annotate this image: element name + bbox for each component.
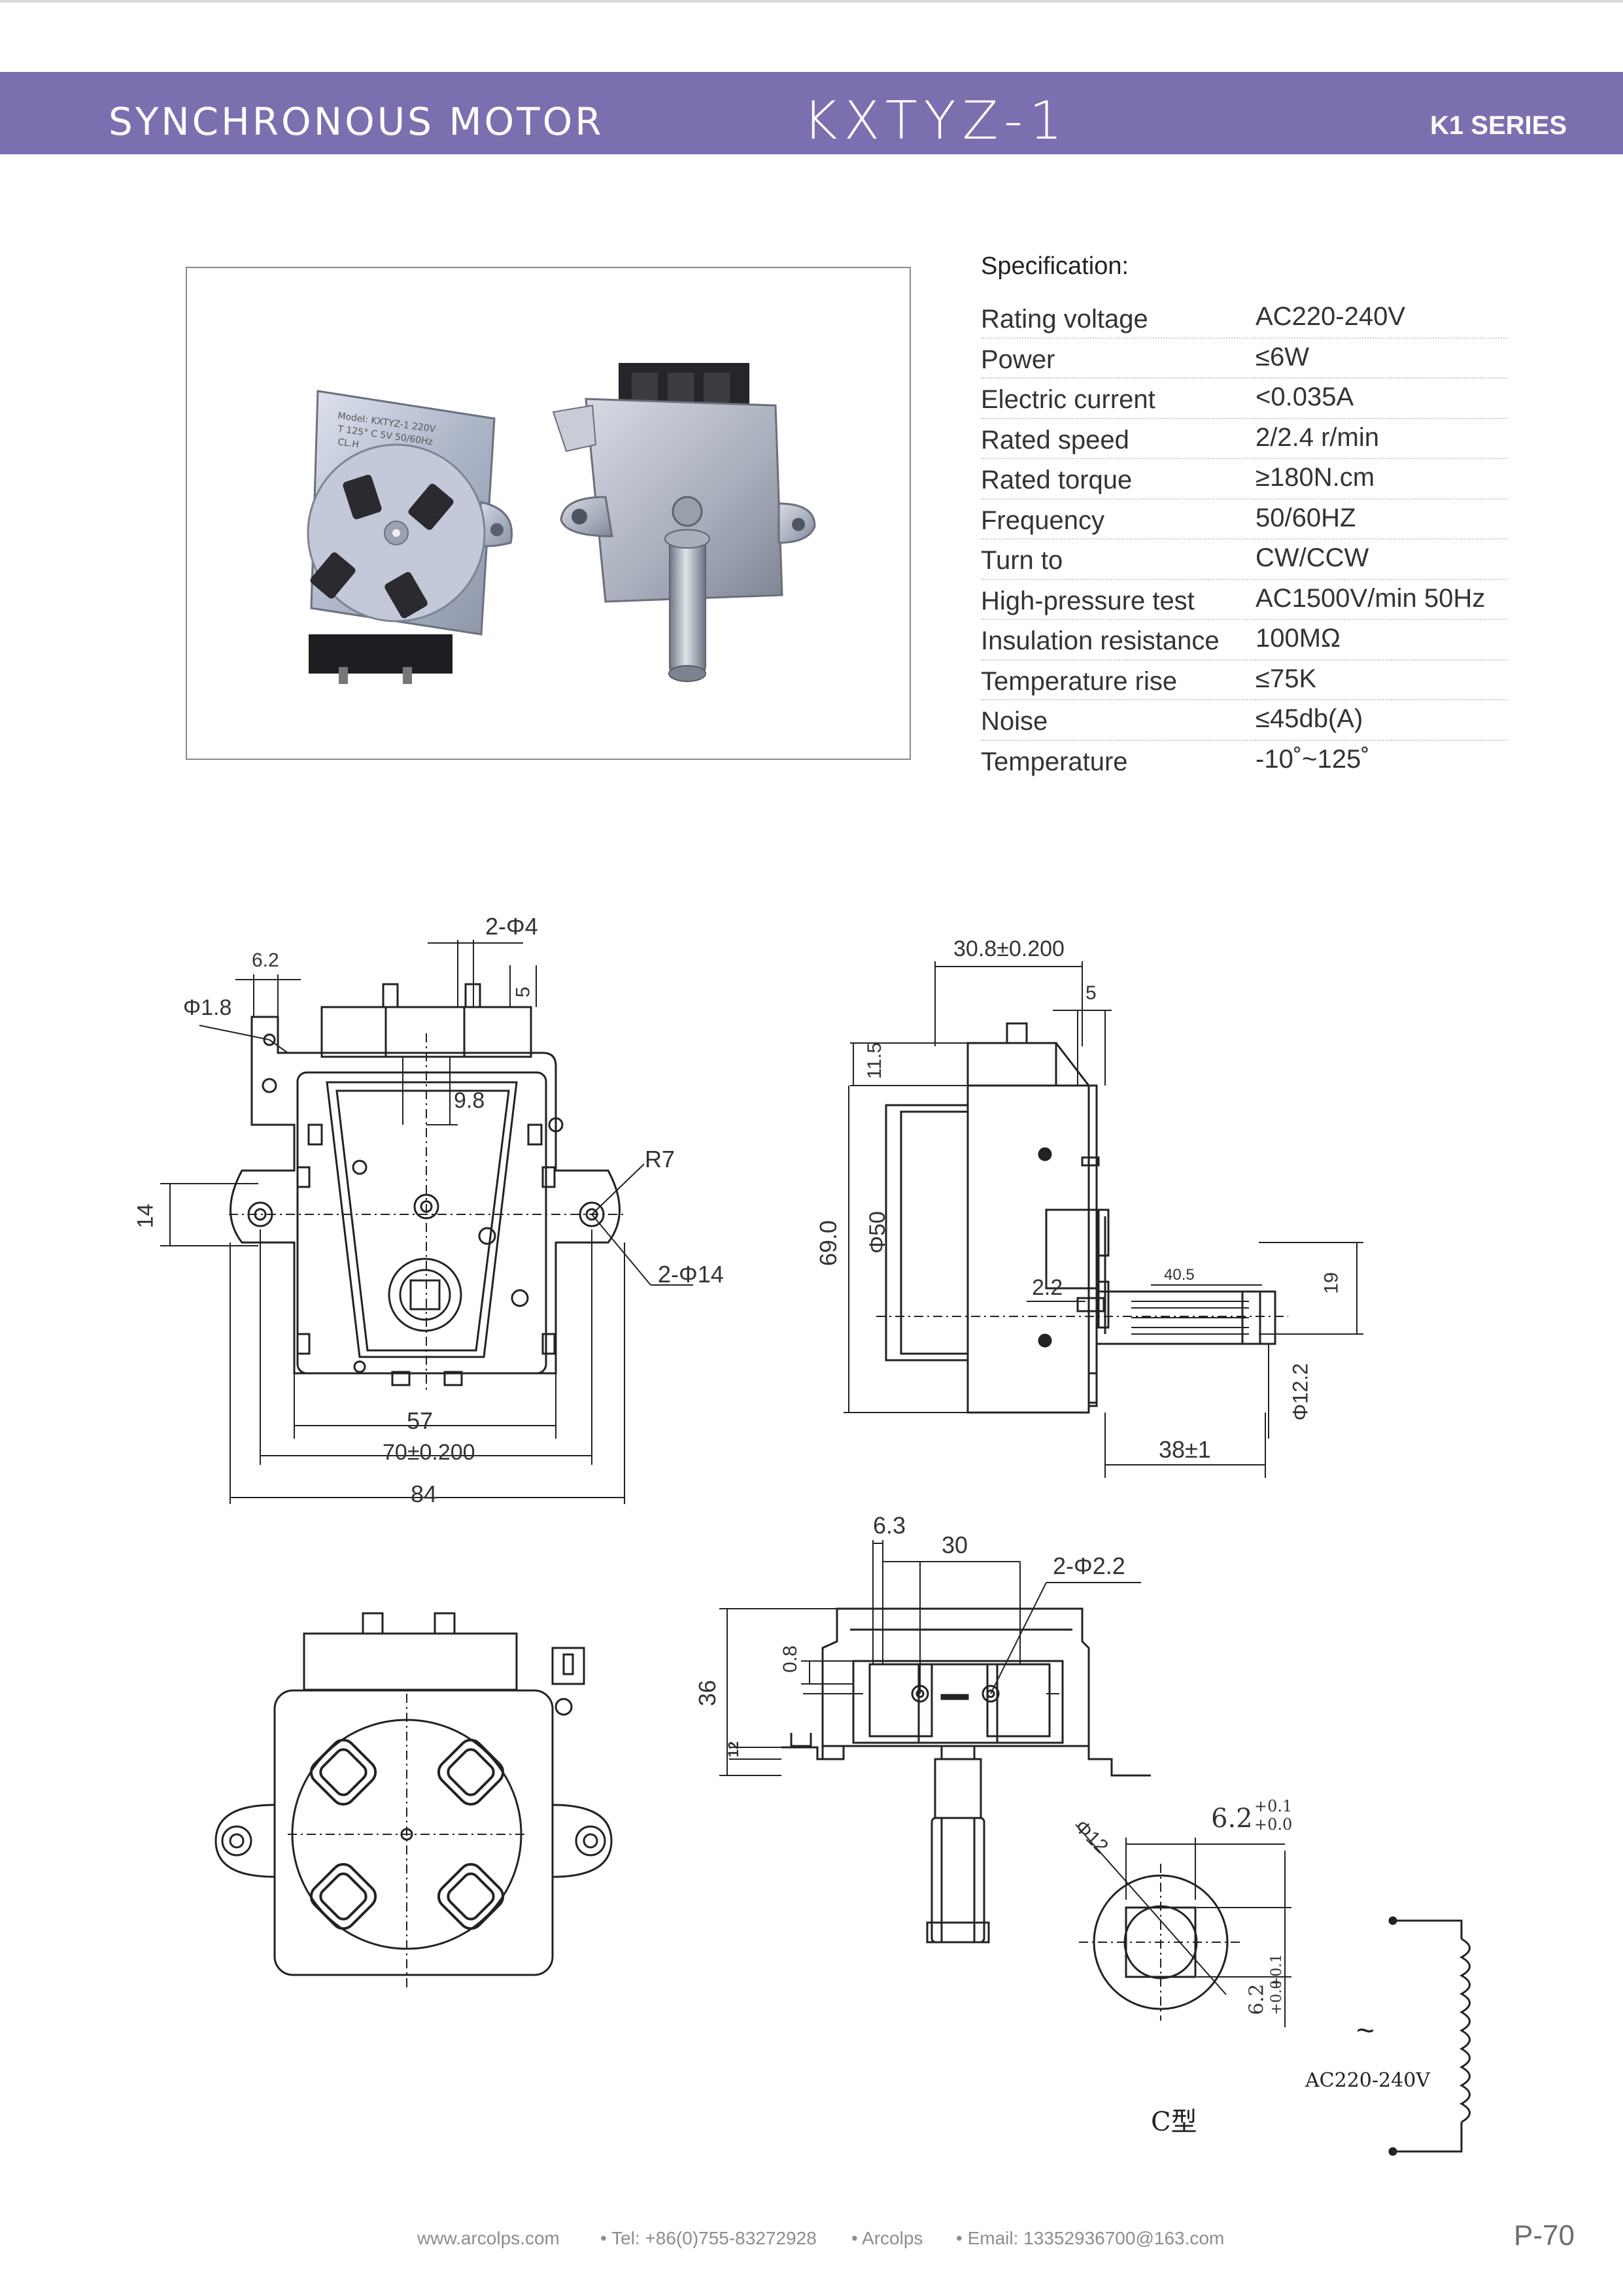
dim-40-5: 40.5 <box>1164 1266 1195 1284</box>
spec-label: Rating voltage <box>981 305 1148 334</box>
spec-title: Specification: <box>981 252 1129 280</box>
spec-label: Noise <box>981 707 1048 736</box>
spec-value: ≤6W <box>1256 342 1309 371</box>
dim-2-2: 2.2 <box>1032 1275 1063 1300</box>
dim-30: 30 <box>942 1532 968 1558</box>
footer-brand: • Arcolps <box>851 2228 923 2248</box>
tol-zero-side: +0.0 <box>1269 1979 1286 2015</box>
shaft-section-drawing <box>1075 1824 1291 2027</box>
motor-photo-illustration: Model: KXTYZ-1 220V T 125° C 5V 50/60Hz … <box>307 363 816 684</box>
dim-30-8: 30.8±0.200 <box>953 936 1065 961</box>
spec-label: Temperature rise <box>981 666 1178 696</box>
front-view-drawing <box>160 940 693 1504</box>
header-title-left: SYNCHRONOUS MOTOR <box>109 99 604 144</box>
spec-value: 2/2.4 r/min <box>1256 422 1379 452</box>
spec-value: CW/CCW <box>1256 543 1369 572</box>
spec-row: Rated speed 2/2.4 r/min <box>981 419 1507 459</box>
spec-row: Insulation resistance 100MΩ <box>981 620 1507 660</box>
spec-label: Electric current <box>981 385 1155 414</box>
spec-label: Temperature <box>981 747 1128 776</box>
bottom-front-drawing <box>214 1612 613 1988</box>
spec-label: Rated torque <box>981 466 1133 494</box>
spec-row: Noise ≤45db(A) <box>981 700 1507 741</box>
spec-value: -10˚~125˚ <box>1256 744 1370 774</box>
dim-70: 70±0.200 <box>383 1440 475 1465</box>
page-top-rule <box>0 0 1623 3</box>
spec-label: Turn to <box>981 546 1063 575</box>
dim-2phi2-2: 2-Φ2.2 <box>1053 1552 1125 1579</box>
spec-value: ≤75K <box>1256 664 1317 693</box>
footer-website[interactable]: www.arcolps.com <box>417 2228 560 2248</box>
spec-row: High-pressure test AC1500V/min 50Hz <box>981 580 1507 620</box>
spec-label: Frequency <box>981 505 1104 535</box>
tol-plus-top: +0.1 <box>1254 1797 1293 1815</box>
dim-14: 14 <box>133 1203 158 1229</box>
dim-phi1-8: Φ1.8 <box>183 995 232 1020</box>
dim-6-2: 6.2 <box>252 950 279 971</box>
footer-email[interactable]: • Email: 13352936700@163.com <box>956 2228 1225 2248</box>
spec-value: ≥180N.cm <box>1256 463 1375 492</box>
top-view-drawing <box>719 1540 1151 1944</box>
dim-36: 36 <box>694 1679 721 1707</box>
footer-tel: • Tel: +86(0)755-83272928 <box>600 2228 817 2248</box>
spec-row: Electric current <0.035A <box>981 379 1507 419</box>
header-series: K1 SERIES <box>1430 111 1567 140</box>
dim-6-3: 6.3 <box>873 1512 906 1539</box>
spec-row: Turn to CW/CCW <box>981 540 1507 580</box>
dim-12: 12 <box>725 1741 742 1758</box>
spec-label: Power <box>981 345 1055 374</box>
dim-2phi4: 2-Φ4 <box>485 913 538 940</box>
header-model: KXTYZ-1 <box>803 90 1069 151</box>
dim-2phi14: 2-Φ14 <box>658 1261 724 1288</box>
dim-phi12-2: Φ12.2 <box>1288 1363 1312 1421</box>
spec-label: Insulation resistance <box>981 626 1220 655</box>
spec-value: <0.035A <box>1256 383 1354 411</box>
spec-value: 50/60HZ <box>1256 503 1356 532</box>
tol-zero-top: +0.0 <box>1254 1815 1293 1834</box>
ac-symbol: ~ <box>1356 2013 1375 2048</box>
dim-57: 57 <box>407 1407 434 1434</box>
side-view-drawing <box>844 961 1363 1478</box>
dim-38: 38±1 <box>1159 1436 1211 1463</box>
spec-row: Temperature rise ≤75K <box>981 660 1507 700</box>
spec-row: Frequency 50/60HZ <box>981 500 1507 540</box>
dim-69: 69.0 <box>815 1220 842 1267</box>
spec-value: AC1500V/min 50Hz <box>1256 583 1486 613</box>
dim-side-5: 5 <box>1085 982 1097 1004</box>
circuit-diagram <box>1388 1916 1471 2156</box>
dim-6-2-side: 6.2 <box>1245 1983 1269 2015</box>
header-banner: SYNCHRONOUS MOTOR KXTYZ-1 K1 SERIES <box>0 72 1623 154</box>
spec-row: Rated torque ≥180N.cm <box>981 459 1507 500</box>
dim-19: 19 <box>1320 1272 1342 1294</box>
dim-phi50: Φ50 <box>864 1211 890 1254</box>
spec-row: Rating voltage AC220-240V <box>981 298 1507 339</box>
spec-value: AC220-240V <box>1256 302 1406 331</box>
spec-value: 100MΩ <box>1256 624 1341 653</box>
product-photo: Model: KXTYZ-1 220V T 125° C 5V 50/60Hz … <box>186 267 911 760</box>
dim-84: 84 <box>411 1481 437 1507</box>
page-number: P-70 <box>1514 2219 1575 2252</box>
shaft-type-label: C型 <box>1151 2107 1197 2137</box>
dim-5: 5 <box>512 986 534 998</box>
dim-6-2-top: 6.2 <box>1211 1804 1253 1834</box>
spec-label: Rated speed <box>981 425 1129 454</box>
svg-text:CL.H: CL.H <box>337 437 359 450</box>
spec-table: Rating voltage AC220-240V Power ≤6W Electr… <box>981 298 1507 781</box>
dim-0-8: 0.8 <box>779 1645 801 1673</box>
spec-value: ≤45db(A) <box>1256 704 1363 733</box>
spec-label: High-pressure test <box>981 586 1195 615</box>
circuit-voltage: AC220-240V <box>1305 2069 1430 2092</box>
dim-11-5: 11.5 <box>864 1042 886 1080</box>
dim-r7: R7 <box>645 1146 675 1173</box>
spec-row: Power ≤6W <box>981 339 1507 379</box>
dim-9-8: 9.8 <box>454 1088 485 1113</box>
spec-row: Temperature -10˚~125˚ <box>981 741 1507 781</box>
